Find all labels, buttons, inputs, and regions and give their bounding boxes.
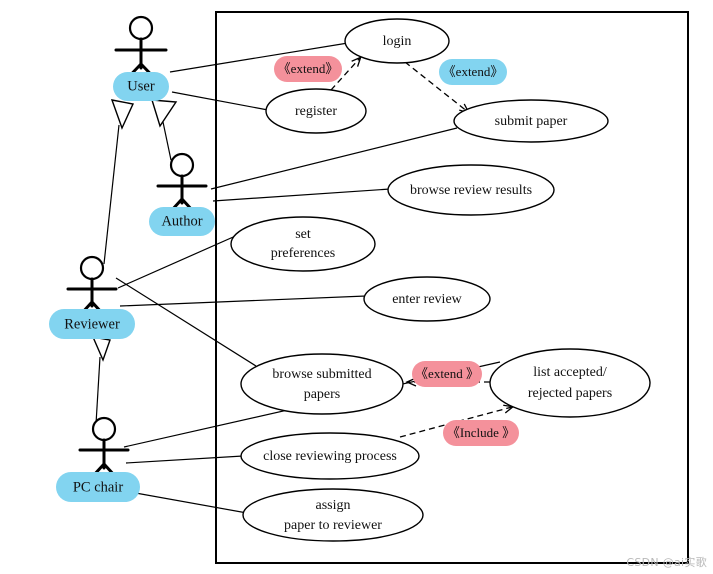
actor-head-icon [169,152,195,178]
actor-author[interactable]: Author [149,152,215,236]
stereotype-label: 《extend》 [443,64,504,79]
assoc-user-register [171,91,269,111]
stereotype-pill [274,56,342,82]
use-case-ellipse[interactable] [242,488,424,542]
use-case-browse-review-results[interactable]: browse review results [387,164,555,216]
actor-label-pill [113,72,169,101]
stereotype-include-close-list: 《Include 》 [443,420,519,446]
use-case-set-preferences[interactable]: set preferences [230,216,376,272]
assoc-author-submit-paper [210,127,458,190]
stereotype-label: 《extend 》 [415,366,479,381]
use-case-assign-paper-to-reviewer[interactable]: assign paper to reviewer [242,488,424,542]
actor-label: Author [161,213,202,229]
stereotype-extend-list-browse: 《extend 》 [412,361,482,387]
actor-user[interactable]: User [113,15,169,101]
actor-label: Reviewer [64,316,120,332]
use-case-label-line2: rejected papers [528,386,612,401]
use-case-label: login [383,34,412,49]
use-case-label: enter review [392,292,462,307]
extend-register-to-login-arrow [330,56,362,91]
use-case-label-line1: assign [316,498,351,513]
actor-label: User [127,78,155,94]
use-case-ellipse[interactable] [489,348,651,418]
use-case-browse-submitted-papers[interactable]: browse submitted papers [240,353,404,415]
use-case-ellipse[interactable] [240,353,404,415]
use-case-ellipse[interactable] [453,99,609,143]
stereotype-extend-login-submit: 《extend》 [439,59,507,85]
assoc-reviewer-browse-submitted [115,277,257,367]
stereotype-pill [439,59,507,85]
actor-label: PC chair [73,479,124,495]
use-case-label: register [295,104,337,119]
actor-label-pill [149,207,215,236]
use-case-label-line2: paper to reviewer [284,518,382,533]
use-case-label-line2: papers [304,387,341,402]
assoc-author-browse-review-results [212,188,391,202]
generalization-reviewer-to-user [103,99,135,265]
extend-login-to-submit-paper-arrow [404,61,471,114]
actor-reviewer[interactable]: Reviewer [49,255,135,339]
stereotype-pill [412,361,482,387]
use-case-label: close reviewing process [263,449,397,464]
actor-pc-chair[interactable]: PC chair [56,416,140,502]
stereotype-label: 《Include 》 [447,425,515,440]
actor-label-pill [49,309,135,339]
actor-head-icon [91,416,117,442]
use-case-ellipse[interactable] [387,164,555,216]
use-case-submit-paper[interactable]: submit paper [453,99,609,143]
assoc-user-login [169,42,349,73]
use-case-login[interactable]: login [344,18,450,64]
use-case-label: submit paper [495,114,568,129]
stereotype-pill [443,420,519,446]
assoc-pcchair-close-reviewing [125,455,244,464]
use-case-register[interactable]: register [265,88,367,134]
assoc-reviewer-set-preferences [117,233,241,289]
stereotype-extend-register-login: 《extend》 [274,56,342,82]
use-case-label-line1: list accepted/ [533,365,607,380]
actor-head-icon [128,15,154,41]
watermark: CSDN @ai实歌 [626,556,707,569]
generalization-author-to-user [151,99,178,161]
use-case-close-reviewing-process[interactable]: close reviewing process [240,432,420,480]
use-case-ellipse[interactable] [240,432,420,480]
assoc-reviewer-enter-review [119,295,367,307]
use-case-label-line2: preferences [271,246,336,261]
use-case-label: browse review results [410,183,532,198]
stereotype-label: 《extend》 [278,61,339,76]
use-case-list-accepted-rejected[interactable]: list accepted/ rejected papers [489,348,651,418]
use-case-label-line1: set [295,227,311,242]
system-boundary [215,11,689,564]
use-case-ellipse[interactable] [230,216,376,272]
actor-label-pill [56,472,140,502]
use-case-ellipse[interactable] [344,18,450,64]
use-case-label-line1: browse submitted [272,367,371,382]
generalization-pcchair-to-reviewer [91,336,111,425]
use-case-enter-review[interactable]: enter review [363,276,491,322]
use-case-ellipse[interactable] [265,88,367,134]
actor-head-icon [79,255,105,281]
use-case-ellipse[interactable] [363,276,491,322]
assoc-pcchair-assign-paper [129,491,248,514]
